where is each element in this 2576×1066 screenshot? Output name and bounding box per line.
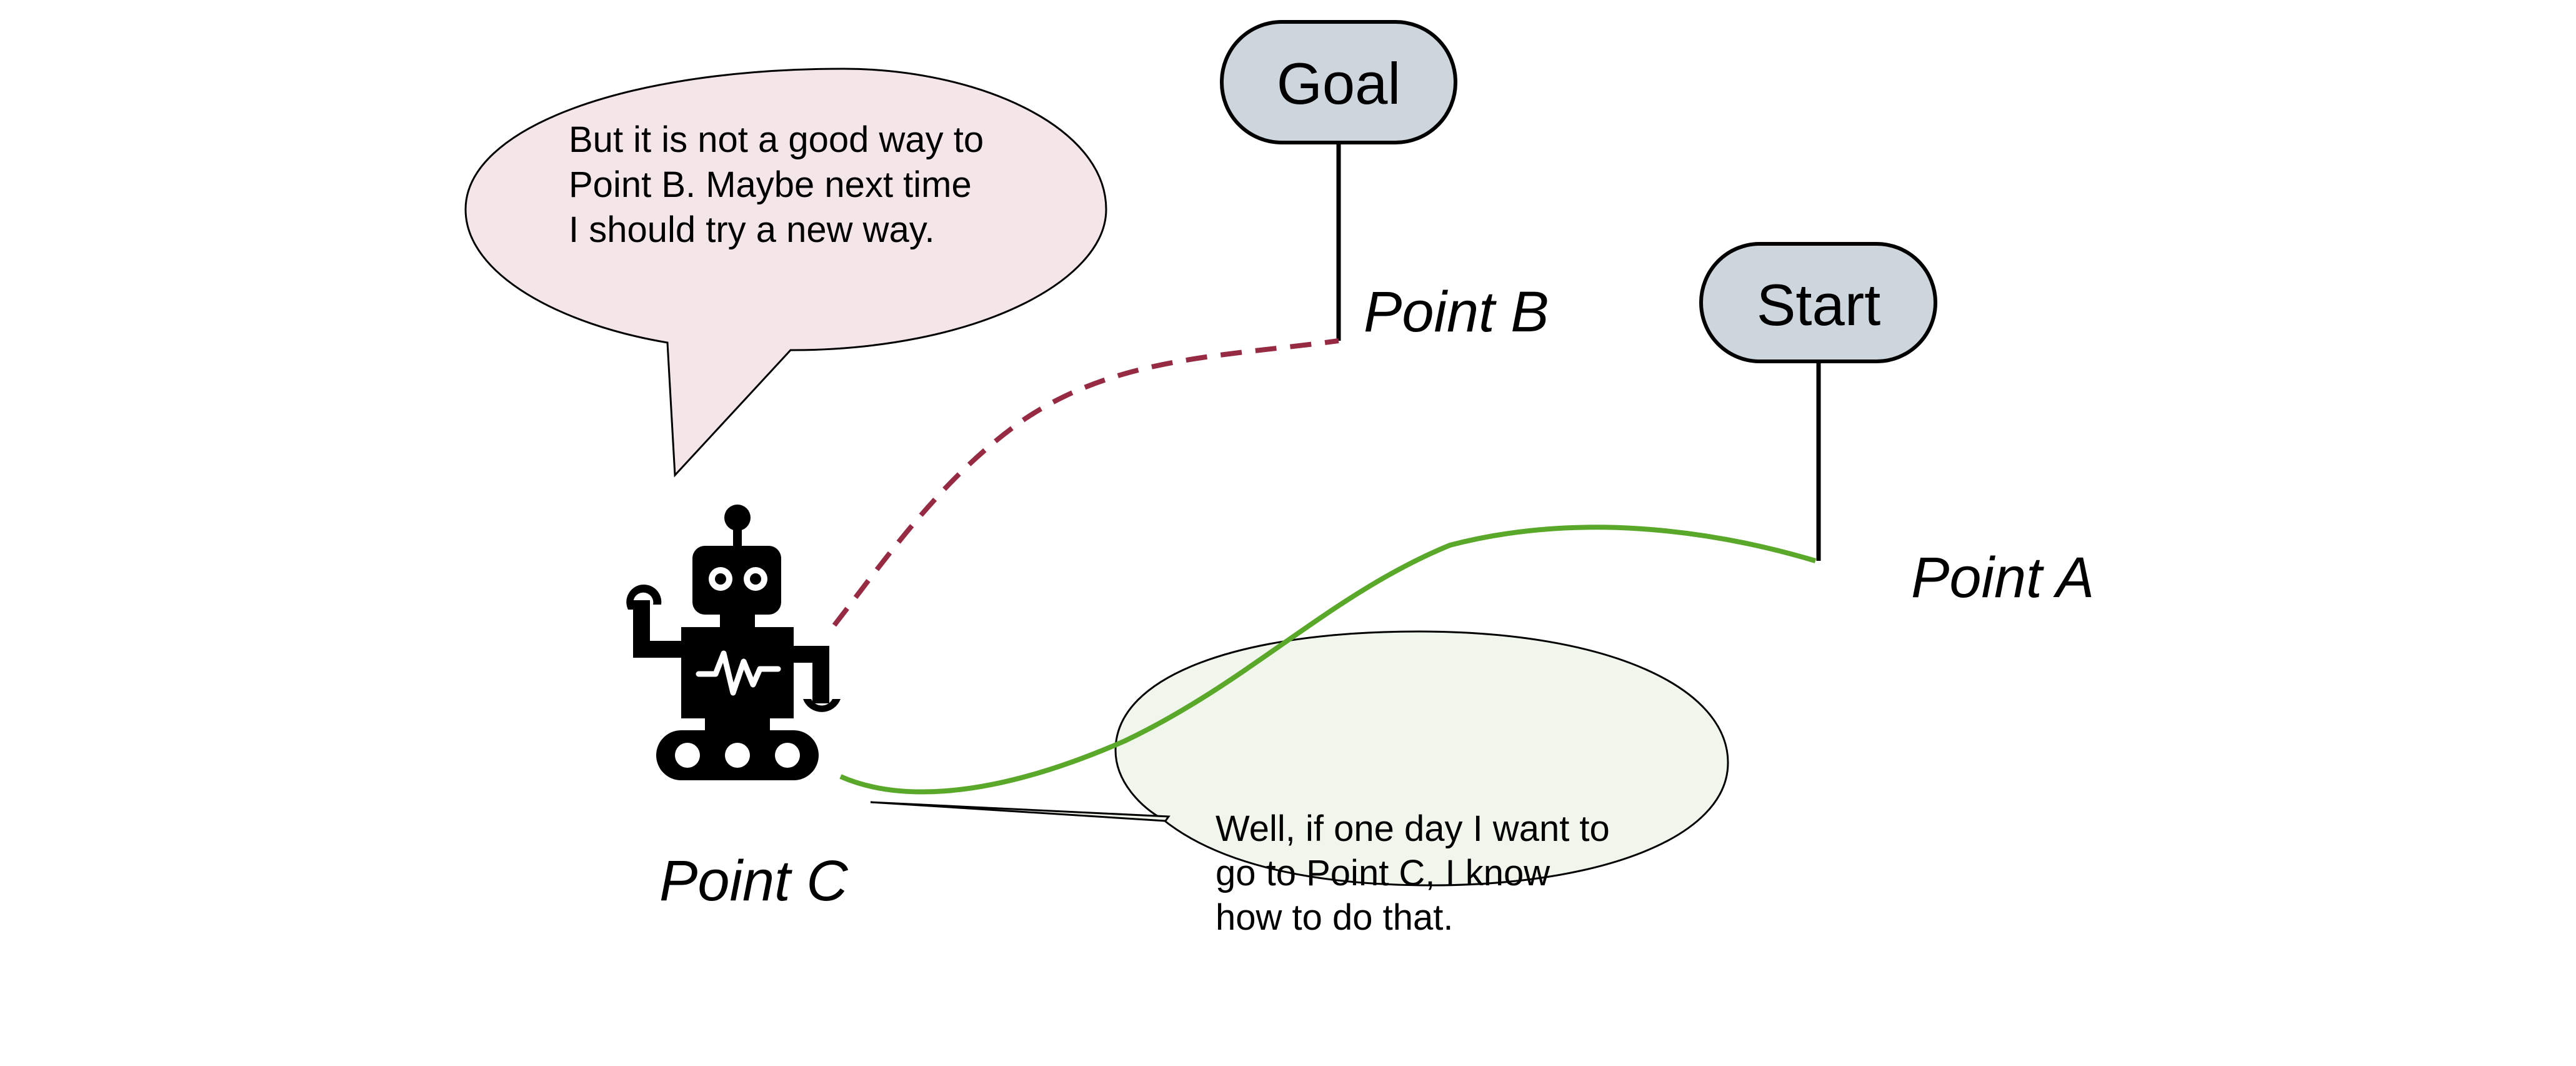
green-bubble-tail bbox=[870, 801, 1171, 822]
green-bubble-line-1: Well, if one day I want to bbox=[1216, 808, 1610, 849]
point-a-label: Point A bbox=[1911, 546, 2094, 610]
green-bubble-line-2: go to Point C, I know bbox=[1216, 853, 1550, 893]
robot-icon bbox=[626, 505, 841, 780]
green-bubble-line-3: how to do that. bbox=[1216, 897, 1453, 938]
goal-node bbox=[1220, 20, 1457, 144]
dashed-path-to-point-b bbox=[832, 338, 1339, 627]
green-speech-bubble bbox=[1114, 630, 1729, 887]
goal-label: Goal bbox=[1277, 51, 1401, 116]
pink-bubble-line-1: But it is not a good way to bbox=[569, 119, 984, 160]
point-c-label: Point C bbox=[659, 849, 848, 913]
start-label: Start bbox=[1757, 272, 1881, 338]
start-node bbox=[1699, 242, 1937, 363]
point-b-label: Point B bbox=[1364, 280, 1549, 344]
pink-bubble-line-3: I should try a new way. bbox=[569, 209, 935, 250]
pink-bubble-line-2: Point B. Maybe next time bbox=[569, 164, 972, 205]
pink-speech-bubble bbox=[464, 68, 1107, 478]
solid-path-to-point-a bbox=[839, 525, 1817, 795]
